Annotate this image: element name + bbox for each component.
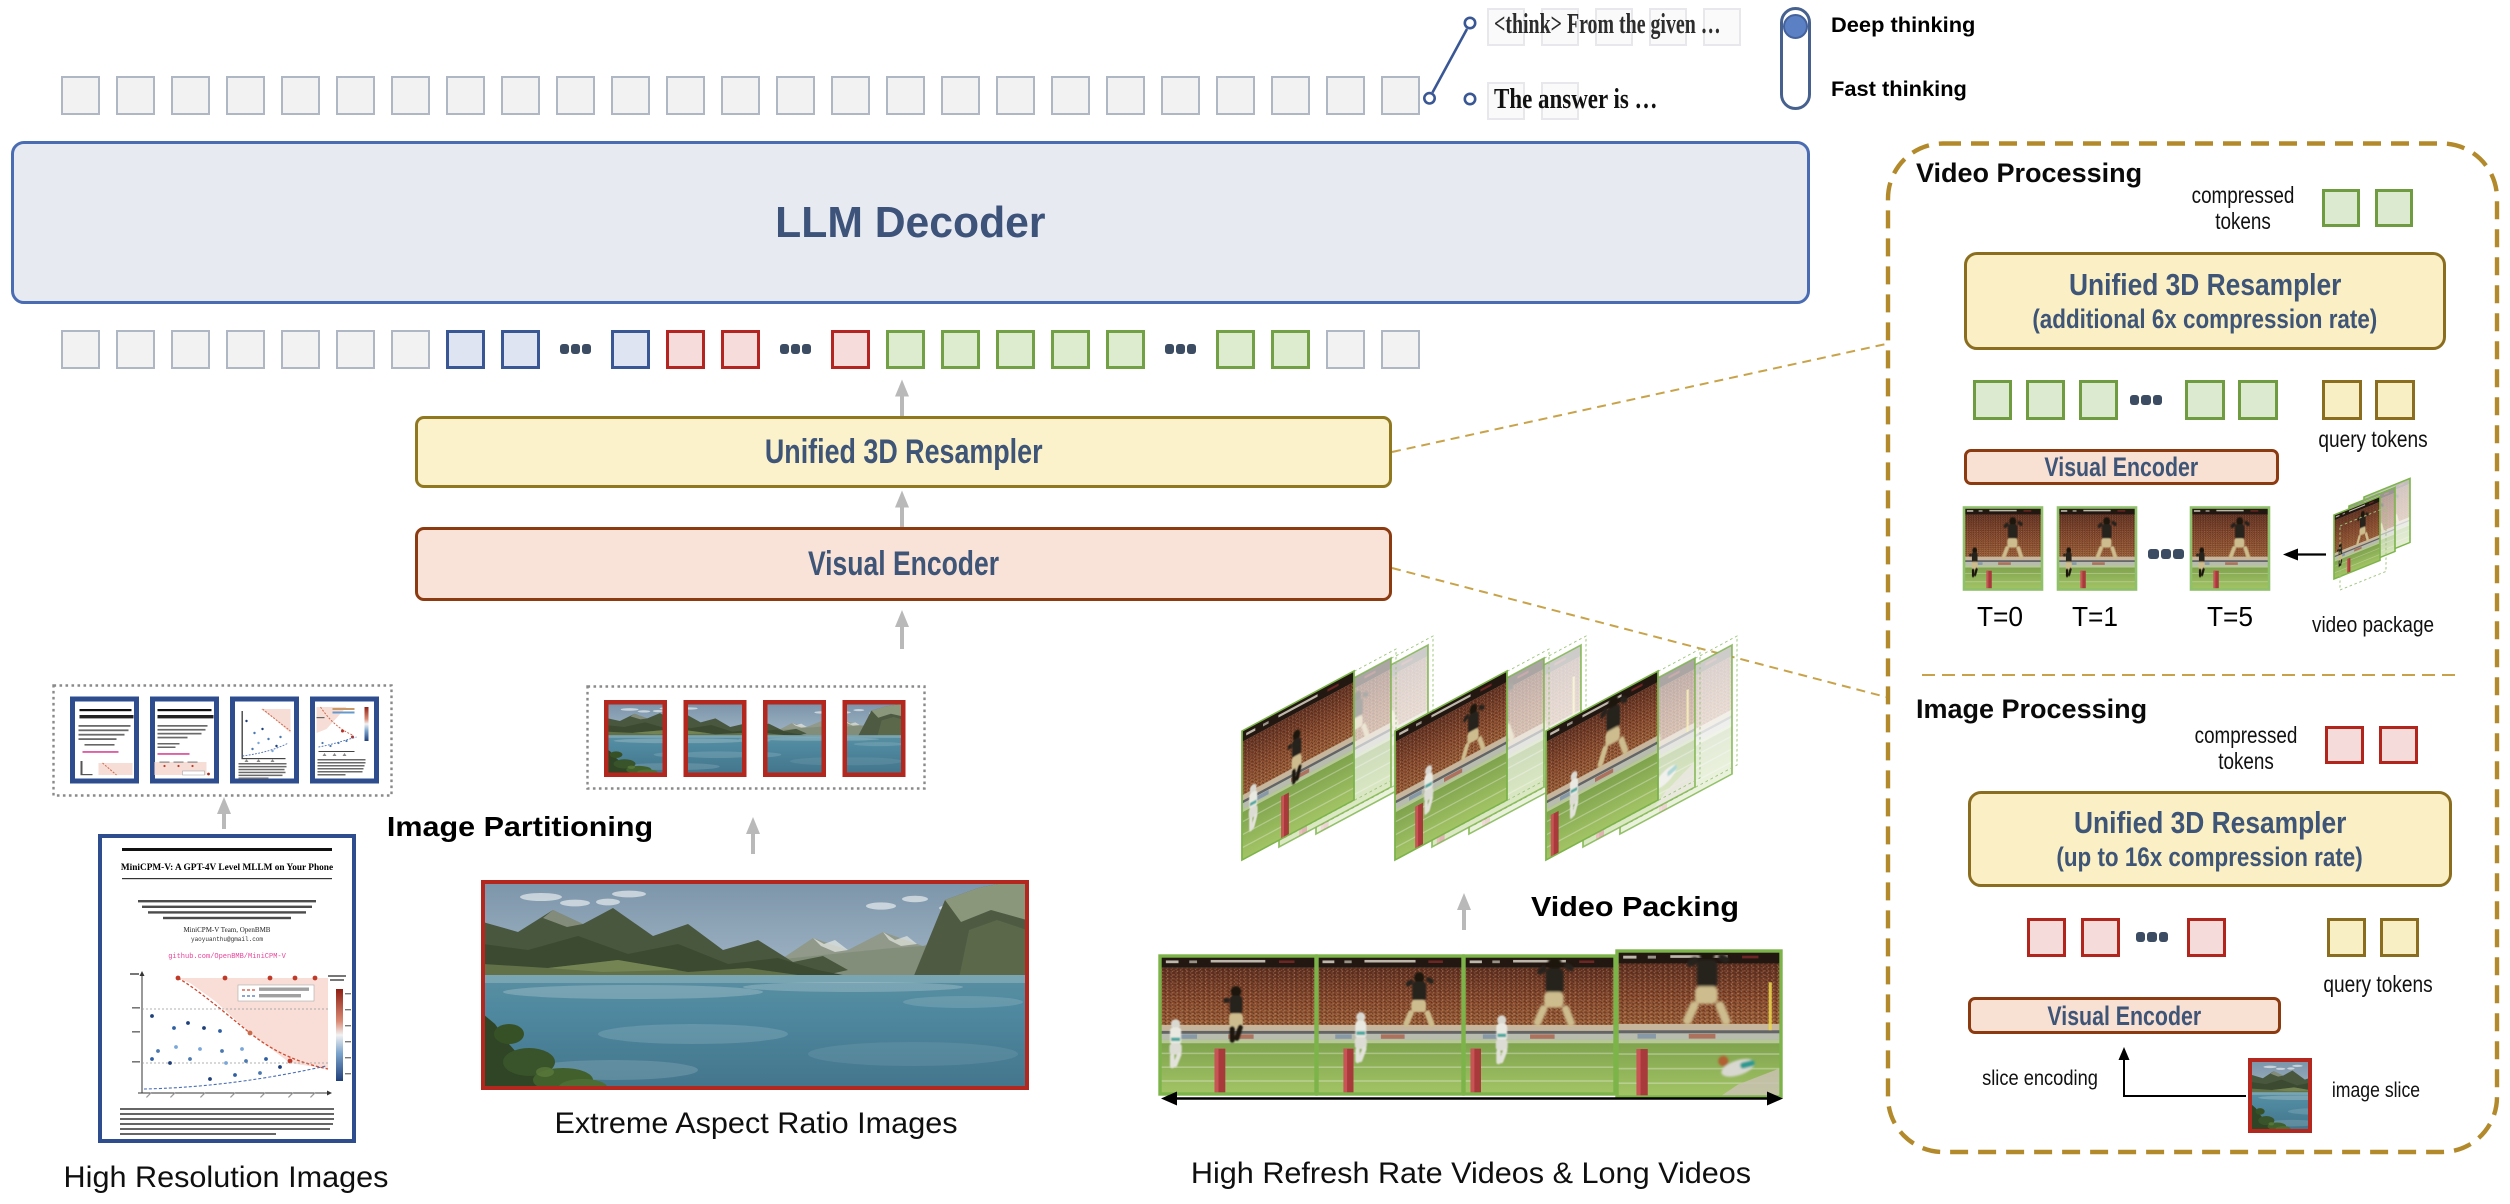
svg-text:github.com/OpenBMB/MiniCPM-V: github.com/OpenBMB/MiniCPM-V bbox=[168, 953, 286, 961]
svg-text:yaoyuanthu@gmail.com: yaoyuanthu@gmail.com bbox=[191, 936, 263, 943]
svg-text:MiniCPM-V Team, OpenBMB: MiniCPM-V Team, OpenBMB bbox=[184, 926, 271, 934]
svg-text:MiniCPM-V: A GPT-4V Level MLLM: MiniCPM-V: A GPT-4V Level MLLM on Your P… bbox=[121, 863, 333, 873]
